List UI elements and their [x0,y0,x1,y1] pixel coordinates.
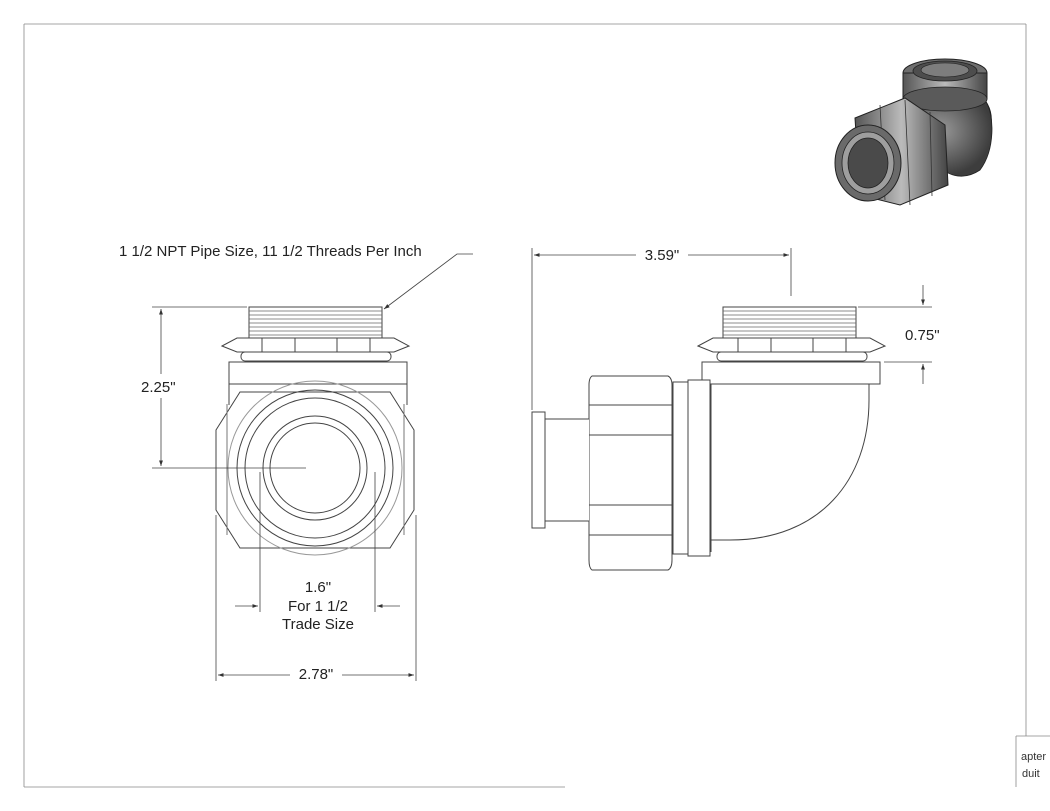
sheet-border [23,23,1050,788]
thread-size-note: 1 1/2 NPT Pipe Size, 11 1/2 Threads Per … [119,243,422,260]
front-thread-lines [249,310,382,336]
side-thread-lines [723,310,856,336]
isometric-fitting-render [834,58,993,206]
trade-size-line2: Trade Size [282,616,354,633]
side-view [531,306,887,571]
length-dimension-label: 3.59" [644,247,680,264]
front-dimensions [152,253,473,681]
front-view [215,306,415,556]
title-block-line2: duit [1022,768,1040,780]
height-dimension-label: 2.25" [141,379,176,396]
side-dimensions [531,248,932,410]
width-dimension-label: 2.78" [298,666,334,683]
bore-diameter-label: 1.6" [304,579,332,596]
title-block-line1: apter [1021,751,1047,763]
trade-size-line1: For 1 1/2 [287,598,349,615]
thread-length-dimension-label: 0.75" [905,327,940,344]
